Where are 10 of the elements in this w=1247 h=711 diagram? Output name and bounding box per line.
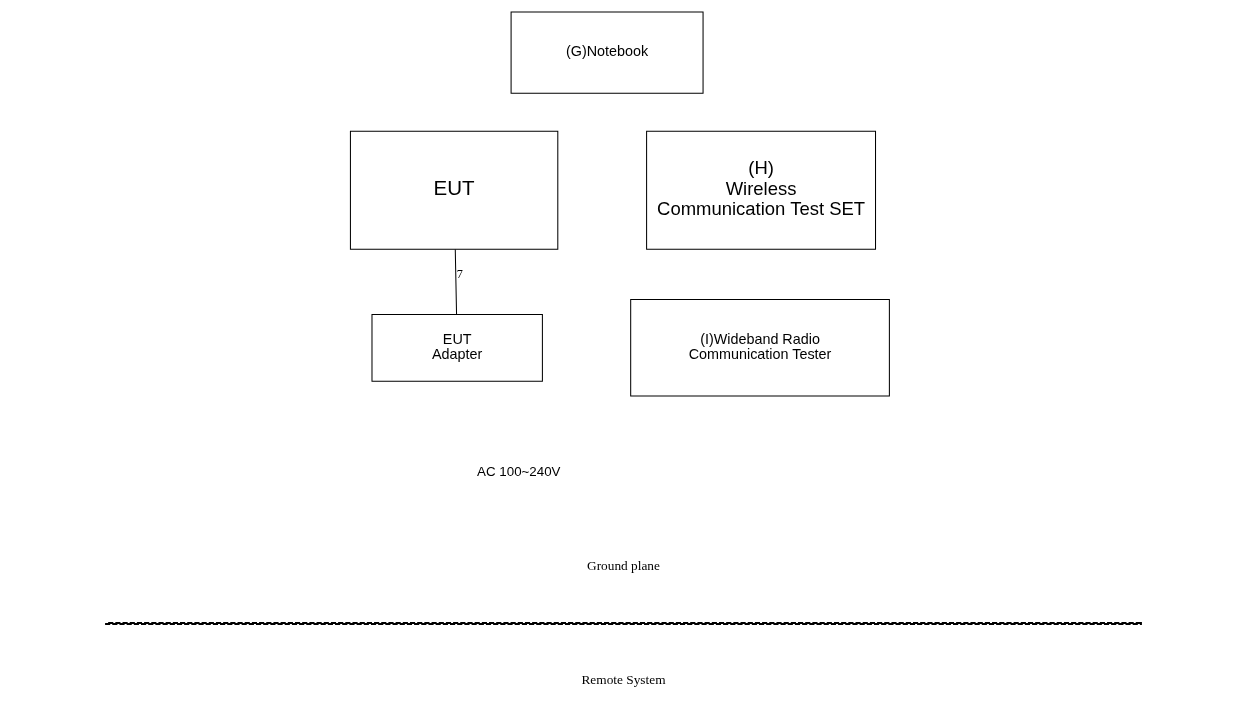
label: Remote System xyxy=(581,671,666,687)
label: Ground plane xyxy=(587,557,660,573)
node-box: (G)Notebook xyxy=(510,11,704,94)
node-box: (I)Wideband Radio Communication Tester xyxy=(630,299,890,397)
label: AC 100~240V xyxy=(477,463,561,479)
edge-label: 7 xyxy=(456,266,463,281)
connector xyxy=(454,249,458,315)
node-box: EUT xyxy=(349,130,559,250)
node-box: (H) Wireless Communication Test SET xyxy=(646,130,877,250)
node-box: EUT Adapter xyxy=(371,313,543,382)
